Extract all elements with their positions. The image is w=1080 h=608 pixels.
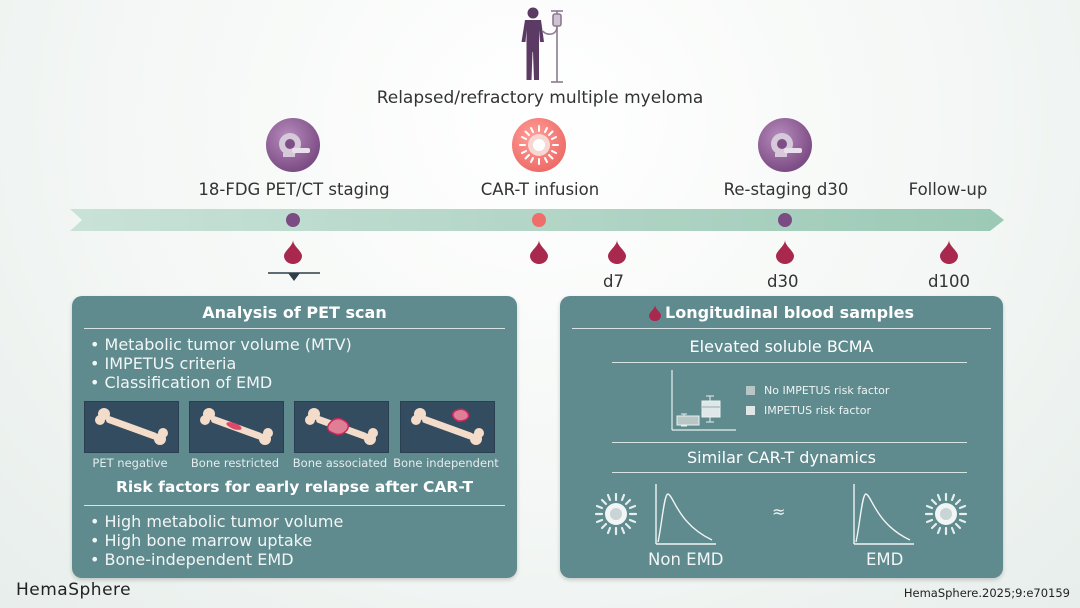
panel-title: Longitudinal blood samples — [665, 303, 914, 322]
blood-drop-icon — [649, 305, 661, 321]
legend-swatch-no-risk — [746, 386, 755, 395]
bone-image-pet-negative — [84, 401, 179, 453]
stage-label-restaging: Re-staging d30 — [723, 180, 849, 199]
legend-swatch-risk — [746, 406, 755, 415]
day-label-d30: d30 — [767, 272, 799, 291]
blood-samples-panel: Longitudinal blood samples Elevated solu… — [560, 296, 1003, 578]
blood-drop-icon — [284, 240, 302, 264]
bone-label-pet-negative: PET negative — [92, 456, 168, 470]
bone-label-bone-independent: Bone independent — [393, 456, 499, 470]
bone-image-bone-independent — [400, 401, 495, 453]
pointer-marker — [268, 272, 320, 281]
bone-label-bone-associated: Bone associated — [292, 456, 388, 470]
blood-drop-icon — [940, 240, 958, 264]
label-non-emd: Non EMD — [648, 550, 724, 569]
timeline-marker-staging — [286, 213, 300, 227]
bone-label-bone-restricted: Bone restricted — [190, 456, 280, 470]
car-t-kinetics-curve-emd — [853, 484, 914, 545]
risk-bullet-marrow: • High bone marrow uptake — [90, 531, 313, 550]
bullet-impetus: • IMPETUS criteria — [90, 354, 237, 373]
page-title: Relapsed/refractory multiple myeloma — [376, 88, 704, 108]
risk-factors-title: Risk factors for early relapse after CAR… — [115, 478, 474, 496]
bone-image-bone-associated — [294, 401, 389, 453]
blood-drop-icon — [776, 240, 794, 264]
car-t-cell-icon — [512, 118, 566, 172]
stage-label-follow-up: Follow-up — [908, 180, 988, 199]
bullet-emd: • Classification of EMD — [90, 373, 273, 392]
patient-iv-icon — [521, 7, 563, 83]
section-dynamics-title: Similar CAR-T dynamics — [686, 448, 877, 467]
approx-symbol: ≈ — [772, 502, 786, 521]
car-t-kinetics-curve-non-emd — [655, 484, 716, 545]
bullet-mtv: • Metabolic tumor volume (MTV) — [90, 335, 352, 354]
journal-logo: HemaSphere — [16, 580, 132, 600]
bcma-boxplot — [671, 370, 736, 431]
label-emd: EMD — [866, 550, 904, 569]
pet-scanner-icon — [266, 118, 320, 172]
timeline-marker-restaging — [778, 213, 792, 227]
day-label-d7: d7 — [603, 272, 624, 291]
citation: HemaSphere.2025;9:e70159 — [903, 586, 1070, 600]
section-bcma-title: Elevated soluble BCMA — [689, 337, 874, 356]
pet-scanner-icon-restaging — [758, 118, 812, 172]
car-t-cell-icon — [594, 492, 638, 536]
stage-label-staging: 18-FDG PET/CT staging — [198, 180, 390, 199]
stage-label-infusion: CAR-T infusion — [480, 180, 600, 199]
bone-image-bone-restricted — [189, 401, 284, 453]
panel-title: Analysis of PET scan — [202, 303, 387, 322]
pet-analysis-panel: Analysis of PET scan • Metabolic tumor v… — [72, 296, 517, 578]
risk-bullet-emd: • Bone-independent EMD — [90, 550, 294, 569]
blood-drop-icon — [608, 240, 626, 264]
blood-drop-icon — [530, 240, 548, 264]
day-label-d100: d100 — [928, 272, 970, 291]
timeline-marker-infusion — [532, 213, 546, 227]
car-t-cell-icon — [924, 492, 968, 536]
risk-bullet-mtv: • High metabolic tumor volume — [90, 512, 344, 531]
legend-risk: IMPETUS risk factor — [764, 404, 871, 417]
legend-no-risk: No IMPETUS risk factor — [764, 384, 890, 397]
